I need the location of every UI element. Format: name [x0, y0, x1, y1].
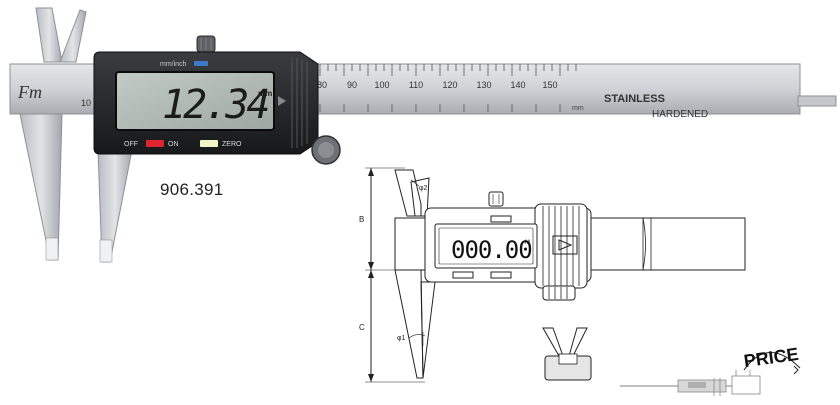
angle-label-upper: φ2 [419, 185, 428, 192]
lcd-unit: mm [258, 89, 272, 98]
lcd-reading: 12.34 [162, 82, 268, 128]
upper-slide-jaw [59, 9, 87, 63]
scale-number: 80 [317, 80, 327, 90]
lcd-window [115, 71, 275, 131]
zero-button [200, 140, 218, 147]
scale-unit: mm [572, 105, 584, 112]
off-on-button [146, 140, 164, 147]
brand-signature: Fm [17, 82, 42, 102]
drawing-lcd-unit: M [525, 240, 530, 246]
inside-jaw-detail [542, 327, 592, 381]
price-label: PRICE [743, 344, 800, 371]
caliper-photo: 10 80 90 100 110 120 130 140 150 mm Fm S… [9, 7, 837, 263]
scale-number: 100 [374, 80, 389, 90]
mode-label: mm/inch [160, 61, 187, 68]
dimension-label-upper: B [359, 215, 364, 224]
scale-number: 130 [476, 80, 491, 90]
depth-rod [797, 95, 837, 107]
arrow-icon [278, 96, 286, 106]
drawing-lower-jaw [394, 269, 424, 379]
scale-number: 110 [409, 80, 423, 90]
price-badge: PRICE [620, 344, 801, 396]
on-label: ON [168, 141, 179, 148]
drawing-arrow-icon [558, 239, 573, 251]
drawing-upper-jaw [394, 169, 422, 217]
caliper-line-drawing: B C φ2 000.00 M φ1 [359, 167, 746, 383]
material-stainless: STAINLESS [604, 93, 665, 105]
drawing-lcd [434, 223, 538, 269]
upper-fixed-jaw [35, 7, 63, 63]
zero-label: ZERO [222, 141, 242, 148]
off-label: OFF [124, 141, 138, 148]
mode-indicator [194, 61, 208, 66]
material-hardened: HARDENED [652, 109, 708, 120]
scale-number: 90 [347, 80, 357, 90]
angle-label-lower: φ1 [397, 335, 406, 342]
model-number: 906.391 [160, 180, 224, 199]
dimension-label-lower: C [359, 323, 365, 332]
scale-number: 140 [510, 80, 525, 90]
scale-number: 150 [542, 80, 557, 90]
drawing-lcd-reading: 000.00 [451, 236, 532, 264]
scale-number: 10 [81, 98, 91, 108]
scale-number: 120 [442, 80, 457, 90]
scale-ticks [319, 64, 577, 112]
